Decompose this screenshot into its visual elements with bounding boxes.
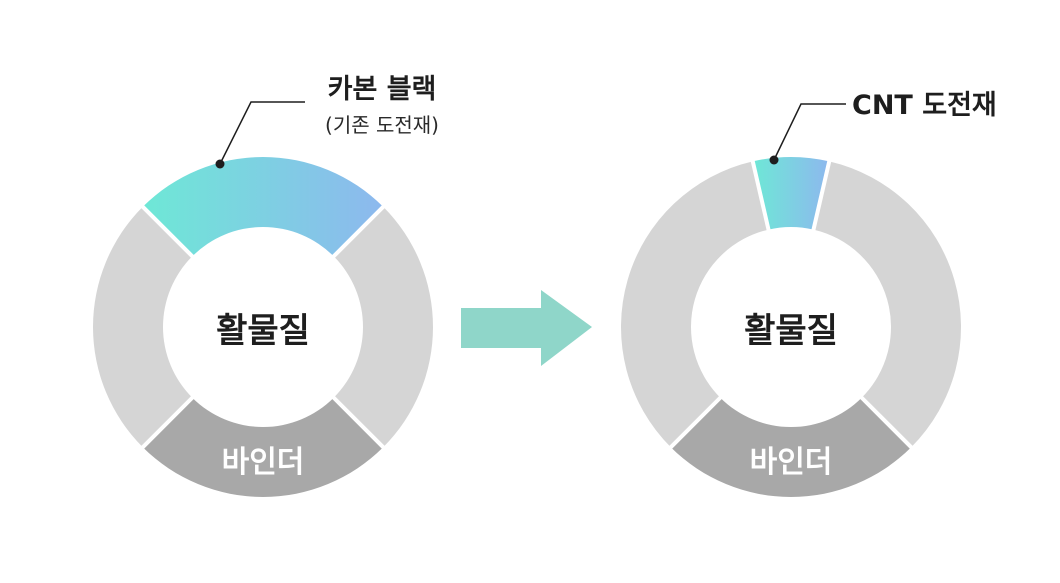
right-ring: 활물질 바인더 (621, 156, 961, 497)
left-callout-title: 카본 블랙 (328, 74, 437, 105)
left-ring-separators (140, 204, 386, 450)
right-ring-active-material-right-segment (813, 161, 961, 448)
left-callout-dot (215, 159, 225, 169)
right-ring-active-material-left-segment (621, 161, 769, 448)
right-ring-separators (668, 159, 914, 450)
right-callout-dot (769, 155, 779, 165)
left-ring-binder-segment (142, 397, 384, 497)
right-ring-cnt-segment (752, 156, 830, 230)
right-binder-label: 바인더 (750, 445, 833, 480)
right-callout-title: CNT 도전재 (852, 90, 997, 121)
left-ring-active-material-left-segment (93, 206, 193, 448)
left-binder-label: 바인더 (222, 445, 305, 480)
left-ring: 활물질 바인더 (93, 156, 433, 497)
right-callout-leader-line (773, 103, 846, 161)
right-ring-binder-segment (670, 397, 912, 497)
right-center-label: 활물질 (744, 311, 838, 351)
left-center-label: 활물질 (216, 311, 310, 351)
left-callout: 카본 블랙 (기존 도전재) (215, 74, 439, 169)
left-ring-carbon-black-segment (142, 156, 384, 257)
left-callout-subtitle: (기존 도전재) (325, 113, 439, 137)
left-ring-active-material-right-segment (333, 206, 433, 448)
arrow-right-icon (461, 290, 592, 366)
left-callout-leader-line (219, 101, 305, 165)
right-callout: CNT 도전재 (769, 90, 997, 165)
